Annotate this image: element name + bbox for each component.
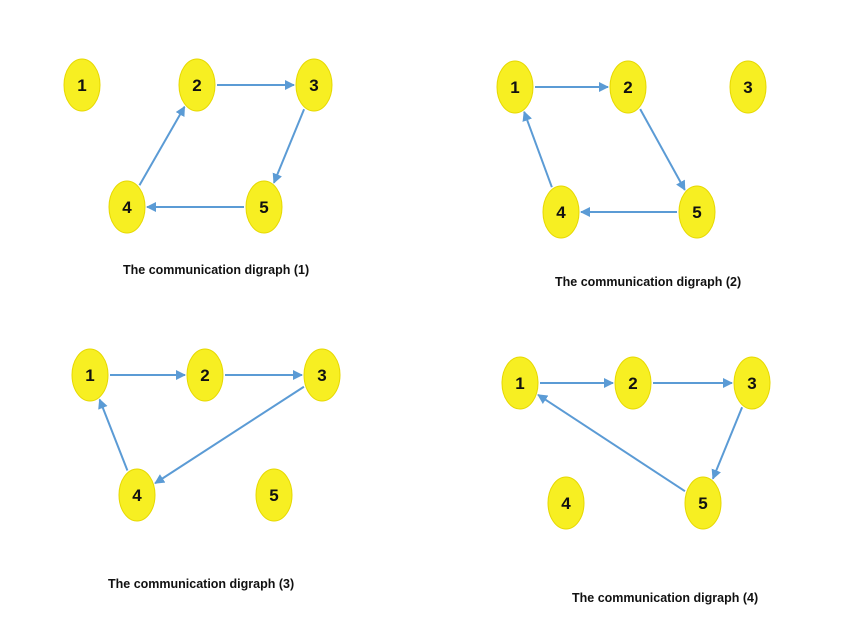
node-label: 1 <box>77 76 86 95</box>
digraph-4-node-2: 2 <box>614 356 652 410</box>
node-label: 3 <box>317 366 326 385</box>
node-circle <box>501 356 539 410</box>
digraph-1-edge-4-to-2 <box>138 105 186 186</box>
node-circle <box>186 348 224 402</box>
node-circle <box>255 468 293 522</box>
node-circle <box>178 58 216 112</box>
node-circle <box>71 348 109 402</box>
node-label: 5 <box>692 203 701 222</box>
node-label: 5 <box>698 494 707 513</box>
node-label: 4 <box>556 203 566 222</box>
digraph-4-node-4: 4 <box>547 476 585 530</box>
digraph-3-node-4: 4 <box>118 468 156 522</box>
node-circle <box>542 185 580 239</box>
digraph-1-node-1: 1 <box>63 58 101 112</box>
node-label: 3 <box>309 76 318 95</box>
node-label: 4 <box>561 494 571 513</box>
node-circle <box>63 58 101 112</box>
node-circle <box>118 468 156 522</box>
digraph-3-caption: The communication digraph (3) <box>108 577 295 591</box>
node-label: 2 <box>628 374 637 393</box>
node-circle <box>547 476 585 530</box>
node-label: 1 <box>510 78 519 97</box>
digraph-4-edge-3-to-5 <box>711 406 744 480</box>
digraph-4-caption: The communication digraph (4) <box>572 591 759 605</box>
digraph-2-node-1: 1 <box>496 60 534 114</box>
node-label: 2 <box>623 78 632 97</box>
node-circle <box>729 60 767 114</box>
digraph-1-caption: The communication digraph (1) <box>123 263 310 277</box>
node-circle <box>245 180 283 234</box>
digraph-3-node-3: 3 <box>303 348 341 402</box>
node-label: 3 <box>743 78 752 97</box>
node-label: 4 <box>122 198 132 217</box>
digraph-2-edge-2-to-5 <box>639 108 686 191</box>
node-circle <box>684 476 722 530</box>
digraph-4-node-5: 5 <box>684 476 722 530</box>
digraph-3-edge-3-to-4 <box>154 385 305 485</box>
node-circle <box>614 356 652 410</box>
digraph-1-node-3: 3 <box>295 58 333 112</box>
digraph-3-node-1: 1 <box>71 348 109 402</box>
digraph-1-edge-3-to-5 <box>272 108 305 184</box>
digraph-3-edge-4-to-1 <box>98 398 129 471</box>
digraph-2-edge-4-to-1 <box>522 110 553 188</box>
digraph-3-node-5: 5 <box>255 468 293 522</box>
node-circle <box>609 60 647 114</box>
node-label: 5 <box>269 486 278 505</box>
node-label: 2 <box>200 366 209 385</box>
node-label: 1 <box>515 374 524 393</box>
node-label: 2 <box>192 76 201 95</box>
node-label: 4 <box>132 486 142 505</box>
node-circle <box>733 356 771 410</box>
digraph-2-node-3: 3 <box>729 60 767 114</box>
digraph-2-node-4: 4 <box>542 185 580 239</box>
digraph-2-caption: The communication digraph (2) <box>555 275 742 289</box>
digraph-2-node-2: 2 <box>609 60 647 114</box>
digraph-1-node-2: 2 <box>178 58 216 112</box>
node-circle <box>678 185 716 239</box>
digraph-2-node-5: 5 <box>678 185 716 239</box>
digraph-3-node-2: 2 <box>186 348 224 402</box>
node-label: 3 <box>747 374 756 393</box>
node-circle <box>303 348 341 402</box>
digraph-1-node-4: 4 <box>108 180 146 234</box>
node-label: 1 <box>85 366 94 385</box>
digraph-4-node-1: 1 <box>501 356 539 410</box>
digraph-1-node-5: 5 <box>245 180 283 234</box>
digraph-4-node-3: 3 <box>733 356 771 410</box>
node-circle <box>496 60 534 114</box>
node-circle <box>108 180 146 234</box>
digraph-4-edge-5-to-1 <box>537 394 686 492</box>
node-circle <box>295 58 333 112</box>
node-label: 5 <box>259 198 268 217</box>
